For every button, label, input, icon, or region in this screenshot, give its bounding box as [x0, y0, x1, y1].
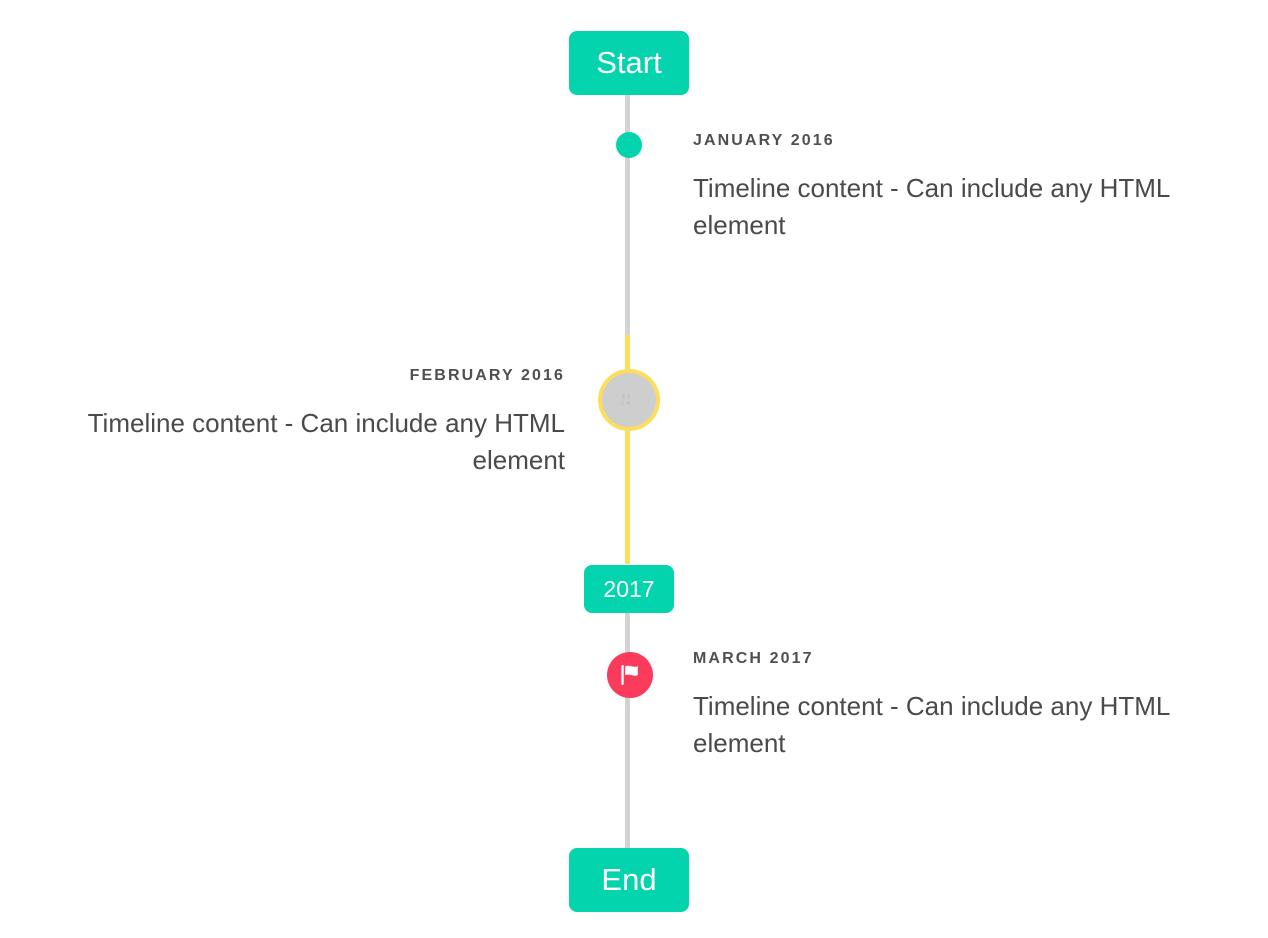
timeline-start-badge-label: Start — [596, 45, 662, 80]
timeline-entry-body: Timeline content - Can include any HTML … — [693, 173, 1170, 241]
timeline-entry-january: JANUARY 2016 Timeline content - Can incl… — [693, 131, 1223, 244]
timeline-entry-date: JANUARY 2016 — [693, 132, 835, 149]
timeline-entry-body: Timeline content - Can include any HTML … — [87, 408, 565, 476]
timeline-year-badge[interactable]: 2017 — [584, 565, 674, 613]
timeline-entry-date: FEBRUARY 2016 — [409, 367, 565, 384]
timeline-spine-yellow-upper — [625, 335, 630, 371]
timeline-entry-body: Timeline content - Can include any HTML … — [693, 691, 1170, 759]
timeline-year-badge-label: 2017 — [603, 575, 655, 602]
teal-dot-icon[interactable] — [616, 132, 642, 158]
timeline-spine-yellow-lower — [625, 428, 630, 564]
flag-icon[interactable] — [607, 652, 653, 698]
timeline-start-badge[interactable]: Start — [569, 31, 689, 95]
timeline-spine-gray-upper — [625, 95, 630, 337]
broken-glyph-icon — [622, 394, 630, 405]
timeline-end-badge[interactable]: End — [569, 848, 689, 912]
timeline-end-badge-label: End — [601, 862, 657, 897]
timeline-entry-march: MARCH 2017 Timeline content - Can includ… — [693, 649, 1223, 762]
gray-ring-icon[interactable] — [598, 369, 660, 431]
timeline-entry-february: FEBRUARY 2016 Timeline content - Can inc… — [35, 366, 565, 479]
timeline-entry-date: MARCH 2017 — [693, 650, 814, 667]
timeline-spine-gray-lower — [625, 613, 630, 852]
